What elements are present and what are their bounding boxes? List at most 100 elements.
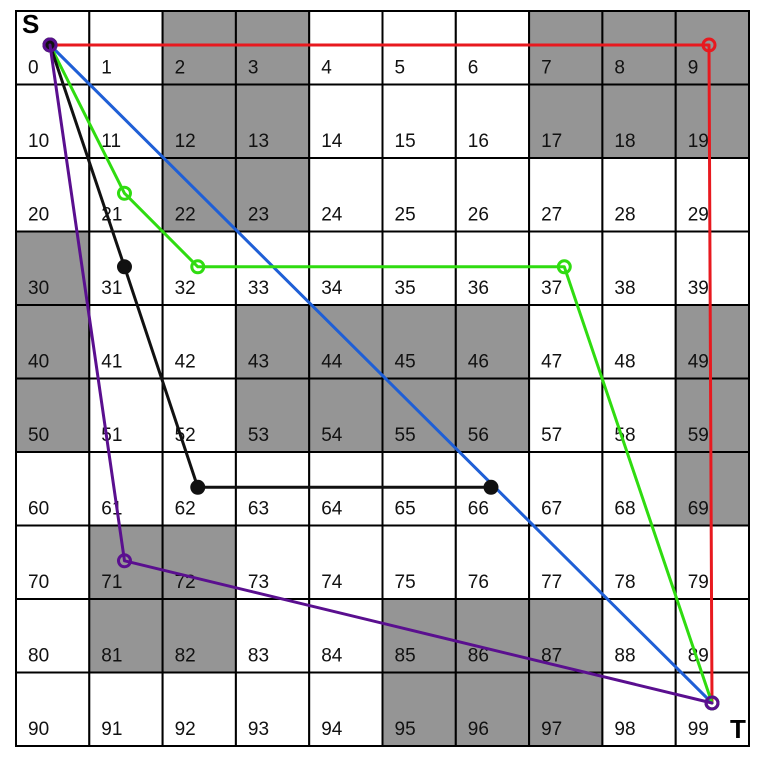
grid-cell-43: 43: [234, 304, 311, 380]
cell-number: 38: [614, 278, 635, 299]
purple-path-vertex: [42, 37, 58, 53]
cell-number: 97: [541, 719, 562, 740]
cell-number: 99: [688, 719, 709, 740]
green-path-vertex: [556, 259, 572, 275]
grid-cell-55: 55: [381, 377, 457, 453]
cell-number: 13: [248, 131, 269, 152]
open-cell: [88, 304, 164, 380]
grid-cell-42: 42: [161, 304, 237, 380]
grid-cell-85: 85: [381, 598, 457, 674]
open-cell: [601, 671, 677, 747]
open-cell: [308, 598, 384, 674]
cell-number: 50: [28, 425, 49, 446]
grid-cell-8: 8: [601, 10, 677, 86]
cell-number: 34: [321, 278, 343, 299]
cell-number: 25: [395, 205, 416, 226]
grid-cell-47: 47: [528, 304, 604, 380]
grid-cell-90: 90: [15, 671, 91, 747]
cell-number: 76: [468, 572, 489, 593]
grid-cell-2: 2: [161, 10, 237, 86]
cell-number: 77: [541, 572, 562, 593]
grid-cell-27: 27: [528, 157, 604, 233]
purple-path-vertex: [704, 695, 720, 711]
blocked-cell: [234, 377, 311, 453]
cell-number: 74: [321, 572, 343, 593]
open-cell: [601, 304, 677, 380]
blocked-cell: [308, 377, 384, 453]
grid-cell-74: 74: [308, 524, 384, 600]
grid-cell-83: 83: [234, 598, 311, 674]
black-path-vertex: [190, 479, 206, 495]
cell-number: 9: [688, 58, 699, 79]
blocked-cell: [161, 83, 237, 159]
grid-cell-29: 29: [674, 157, 751, 233]
grid-cell-6: 6: [454, 10, 531, 86]
cell-number: 7: [541, 58, 552, 79]
cell-number: 45: [395, 352, 416, 373]
cell-number: 40: [28, 352, 49, 373]
blocked-cell: [308, 304, 384, 380]
cell-number: 85: [395, 646, 416, 667]
grid-cell-26: 26: [454, 157, 531, 233]
grid-cell-88: 88: [601, 598, 677, 674]
cell-number: 69: [688, 499, 709, 520]
cell-number: 35: [395, 278, 416, 299]
cell-number: 87: [541, 646, 562, 667]
start-label: S: [22, 9, 39, 39]
grid-cell-86: 86: [454, 598, 531, 674]
blocked-cell: [601, 83, 677, 159]
cell-number: 33: [248, 278, 269, 299]
cell-number: 94: [321, 719, 343, 740]
cell-number: 48: [614, 352, 635, 373]
cell-number: 29: [688, 205, 709, 226]
open-cell: [88, 451, 164, 527]
cell-number: 14: [321, 131, 343, 152]
grid-cell-39: 39: [674, 230, 751, 306]
blocked-cell: [454, 598, 531, 674]
cell-number: 15: [395, 131, 416, 152]
grid-cell-81: 81: [88, 598, 164, 674]
cell-number: 70: [28, 572, 49, 593]
cell-number: 56: [468, 425, 489, 446]
cell-number: 75: [395, 572, 416, 593]
open-cell: [601, 230, 677, 306]
cell-number: 19: [688, 131, 709, 152]
cell-number: 92: [175, 719, 196, 740]
red-path: [48, 43, 714, 705]
grid-cell-19: 19: [674, 83, 751, 159]
blocked-cell: [381, 598, 457, 674]
black-path: [48, 43, 493, 489]
open-cell: [454, 10, 531, 86]
cell-number: 28: [614, 205, 635, 226]
grid-cell-59: 59: [674, 377, 751, 453]
open-cell: [528, 377, 604, 453]
blocked-cell: [601, 10, 677, 86]
blue-path: [48, 43, 714, 705]
cell-number: 95: [395, 719, 416, 740]
grid-cell-57: 57: [528, 377, 604, 453]
cell-number: 23: [248, 205, 269, 226]
cell-number: 6: [468, 58, 479, 79]
blocked-cell: [15, 304, 91, 380]
cell-number: 46: [468, 352, 489, 373]
cell-number: 64: [321, 499, 343, 520]
cell-number: 54: [321, 425, 343, 446]
green-path-vertex: [116, 185, 132, 201]
cell-number: 96: [468, 719, 489, 740]
path-overlays: [42, 37, 720, 711]
grid-cell-53: 53: [234, 377, 311, 453]
cell-number: 66: [468, 499, 489, 520]
grid-cell-3: 3: [234, 10, 311, 86]
grid-cell-16: 16: [454, 83, 531, 159]
grid-cell-72: 72: [161, 524, 237, 600]
grid-cell-24: 24: [308, 157, 384, 233]
grid-cell-7: 7: [528, 10, 604, 86]
grid-cell-44: 44: [308, 304, 384, 380]
grid-cell-20: 20: [15, 157, 91, 233]
open-cell: [88, 671, 164, 747]
blocked-cell: [674, 10, 751, 86]
blocked-cell: [528, 83, 604, 159]
blocked-cell: [234, 304, 311, 380]
open-cell: [528, 524, 604, 600]
